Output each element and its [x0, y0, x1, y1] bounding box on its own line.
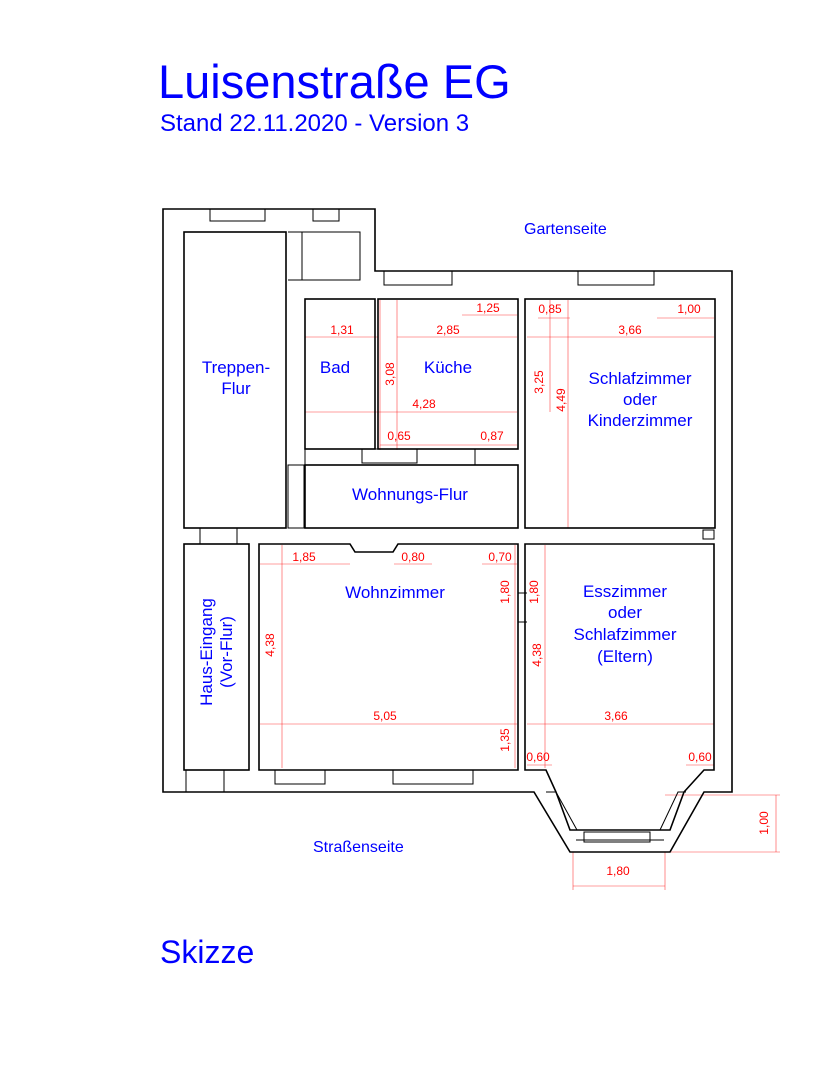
dim-bath-width: 1,31: [330, 323, 354, 337]
dim-bedroom-width: 3,66: [618, 323, 642, 337]
stair-hall-outline: [183, 231, 287, 529]
dim-bedroom-window: 1,00: [677, 302, 701, 316]
dim-bedroom-depth-partial: 3,25: [532, 370, 546, 394]
dim-kitchen-door-left: 0,65: [387, 429, 411, 443]
plan-title: Luisenstraße EG: [158, 55, 511, 108]
dim-bath-kitchen-total: 4,28: [412, 397, 436, 411]
dim-living-depth: 4,38: [263, 633, 277, 657]
dim-kitchen-door-right: 0,87: [480, 429, 504, 443]
dim-living-right: 0,70: [488, 550, 512, 564]
plan-subtitle: Stand 22.11.2020 - Version 3: [160, 110, 470, 137]
bath-outline: [304, 298, 376, 450]
dimension-guides: [260, 300, 780, 890]
room-label-entrance-line1: Haus-Eingang: [197, 598, 216, 706]
dim-living-door-depth: 1,80: [498, 580, 512, 604]
room-label-living: Wohnzimmer: [345, 583, 445, 602]
dim-living-bottom: 1,35: [498, 728, 512, 752]
garden-side-label: Gartenseite: [524, 221, 607, 238]
dim-living-left: 1,85: [292, 550, 316, 564]
room-label-entrance-line2: (Vor-Flur): [217, 616, 236, 688]
room-label-bedroom-line1: Schlafzimmer: [589, 369, 692, 388]
living-room-outline: [258, 543, 519, 771]
apartment-hall-outline: [304, 464, 519, 529]
room-label-stair-hall-line1: Treppen-: [202, 358, 270, 377]
dim-bay-width: 1,80: [606, 864, 630, 878]
room-label-kitchen: Küche: [424, 358, 472, 377]
street-windows: [185, 769, 686, 843]
dim-bedroom-depth: 4,49: [554, 388, 568, 412]
dim-dining-depth: 4,38: [530, 643, 544, 667]
dim-kitchen-depth: 3,08: [383, 362, 397, 386]
room-label-dining-line4: (Eltern): [597, 647, 653, 666]
dim-bedroom-left: 0,85: [538, 302, 562, 316]
room-label-apartment-hall: Wohnungs-Flur: [352, 485, 468, 504]
room-label-dining-line2: oder: [608, 603, 642, 622]
room-label-stair-hall-line2: Flur: [221, 379, 251, 398]
dining-room-outline: [524, 543, 715, 831]
dim-kitchen-window: 1,25: [476, 301, 500, 315]
room-label-bath: Bad: [320, 358, 350, 377]
room-label-dining-line1: Esszimmer: [583, 582, 667, 601]
sketch-label: Skizze: [160, 934, 255, 970]
room-label-dining-line3: Schlafzimmer: [574, 625, 677, 644]
dim-kitchen-width: 2,85: [436, 323, 460, 337]
dimension-labels: 1,31 2,85 1,25 3,08 4,28 0,65 0,87 0,85 …: [263, 301, 771, 878]
dim-bay-right: 0,60: [688, 750, 712, 764]
dim-dining-top: 1,80: [527, 580, 541, 604]
dim-living-door: 0,80: [401, 550, 425, 564]
dim-bay-depth: 1,00: [757, 811, 771, 835]
street-side-label: Straßenseite: [313, 839, 404, 856]
chimney: [702, 529, 715, 540]
stair-niche: [288, 231, 361, 281]
garden-windows: [209, 208, 655, 286]
kitchen-outline: [377, 298, 519, 450]
outer-wall: [162, 208, 733, 853]
kitchen-door: [361, 448, 418, 464]
wall-pillar: [287, 464, 305, 529]
bedroom-outline: [524, 298, 716, 529]
dim-dining-width: 3,66: [604, 709, 628, 723]
dim-living-width: 5,05: [373, 709, 397, 723]
room-label-bedroom-line3: Kinderzimmer: [588, 411, 693, 430]
room-label-bedroom-line2: oder: [623, 390, 657, 409]
dim-bay-left: 0,60: [526, 750, 550, 764]
